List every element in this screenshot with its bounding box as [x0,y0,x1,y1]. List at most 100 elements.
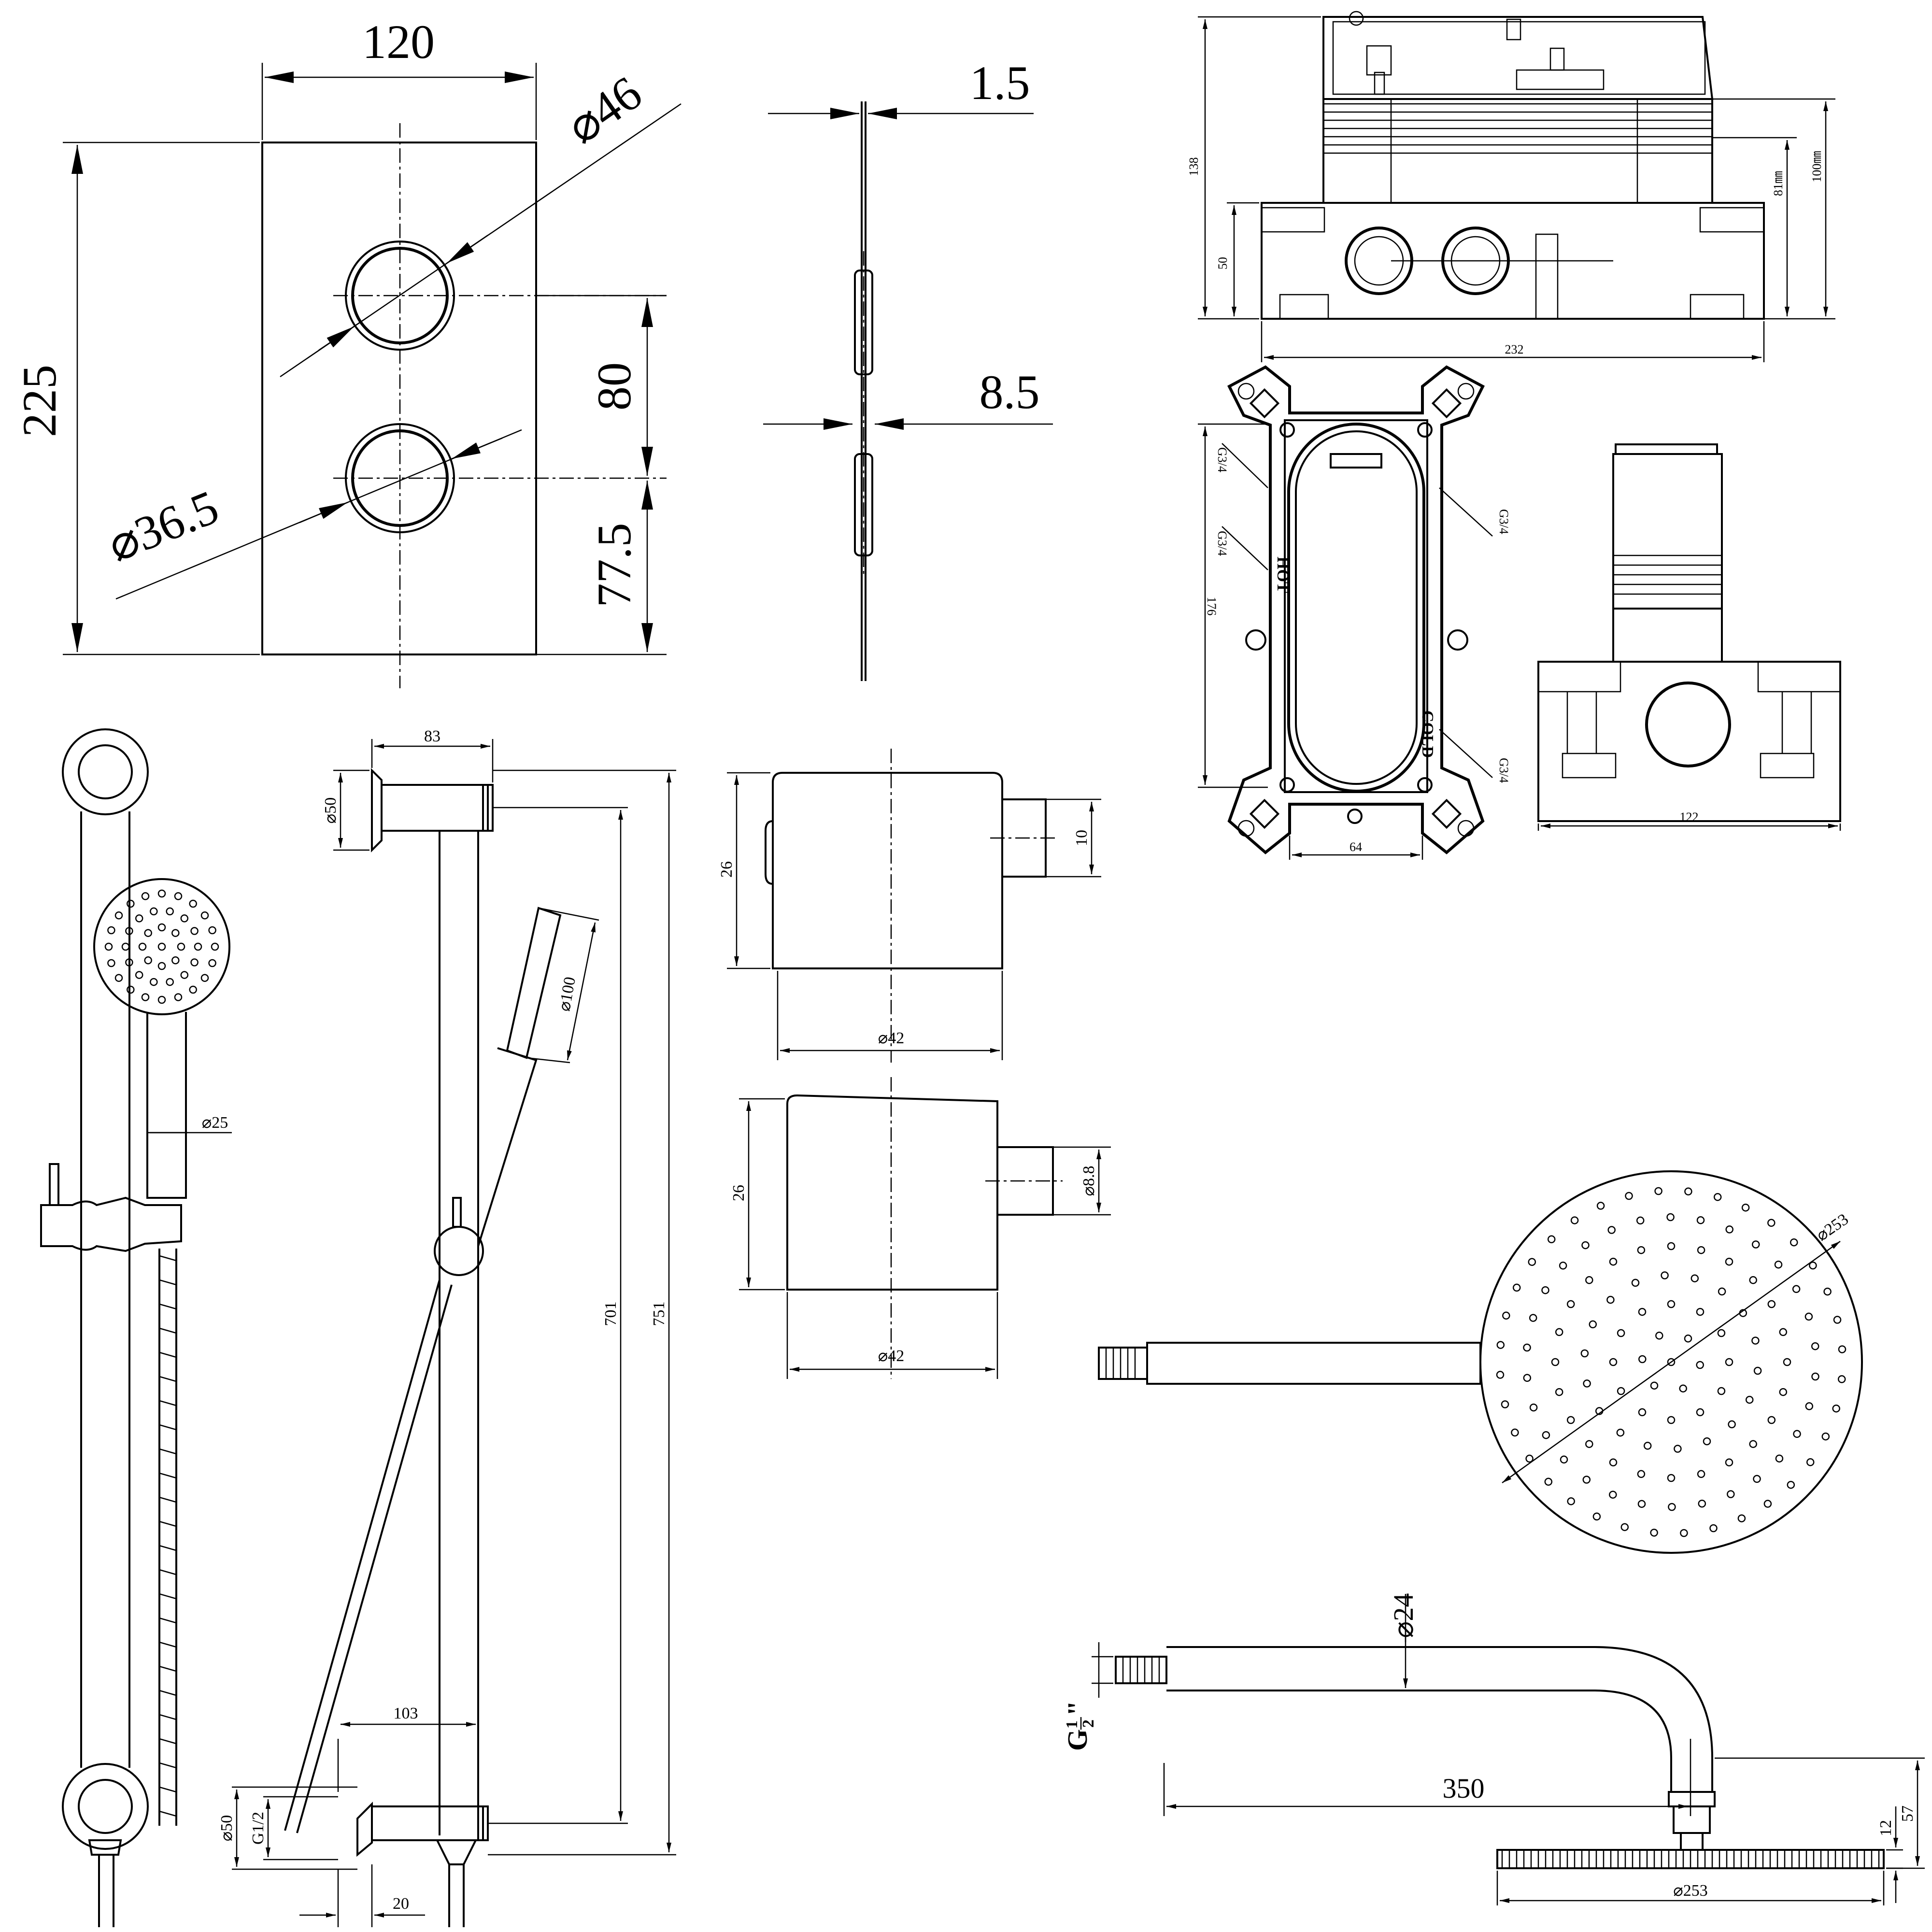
bracket-screw-icon [1245,629,1266,651]
knob-a-body [772,772,1003,969]
dim-total-length-label: 751 [650,1302,668,1326]
rain-head-disc [1479,1170,1863,1554]
hand-nozzle-icon [127,985,135,994]
nozzle-icon [1832,1404,1840,1413]
valve-base [1261,202,1765,320]
nozzle-icon [1684,1335,1692,1343]
hand-nozzle-icon [180,914,189,923]
dim-knob-a-height-label: 26 [718,861,736,878]
faceplate-button-top-inner [351,247,449,344]
nozzle-icon [1559,1262,1567,1270]
nozzle-icon [1643,1442,1652,1450]
dim-rain-head-dia-label: ⌀253 [1813,1210,1852,1245]
shower-arm-view: ⌀24 G 1 2 " 350 12 57 ⌀253 [1062,1593,1925,1905]
nozzle-icon [1775,1454,1784,1463]
nozzle-icon [1501,1400,1509,1408]
nozzle-icon [1638,1355,1647,1364]
dim-valve-base-label: 50 [1216,257,1230,270]
dim-line-rain-head-dia [1502,1240,1841,1484]
nozzle-icon [1751,1240,1760,1249]
nozzle-icon [1555,1328,1563,1336]
nozzle-icon [1783,1358,1791,1366]
nozzle-icon [1767,1219,1776,1227]
nozzle-icon [1512,1283,1521,1292]
dim-bracket-width-label: 64 [1350,840,1362,854]
mounting-bracket-view: HOT COLD G3/4 G3/4 G3/4 G3/4 176 64 [1198,365,1511,860]
hand-nozzle-icon [114,911,123,920]
nozzle-icon [1617,1329,1625,1337]
nozzle-icon [1667,1242,1676,1250]
dim-bracket-height-label: 176 [1205,597,1219,616]
hand-nozzle-icon [138,942,147,951]
nozzle-icon [1728,1420,1736,1429]
nozzle-icon [1838,1345,1847,1353]
thread-g-label: G [1062,1729,1093,1751]
nozzle-icon [1703,1437,1711,1446]
dim-knob-a-dia-label: ⌀42 [878,1029,904,1047]
nozzle-icon [1709,1524,1718,1533]
dim-hose-dia-label: ⌀25 [202,1114,228,1132]
dim-spacing-label: 80 [587,362,641,411]
nozzle-icon [1667,1300,1676,1308]
nozzle-icon [1661,1271,1669,1279]
knob-b-body [786,1094,998,1291]
nozzle-icon [1638,1408,1647,1417]
nozzle-icon [1609,1358,1618,1366]
bracket-label-hot: HOT [1274,556,1292,593]
nozzle-icon [1585,1440,1593,1448]
nozzle-icon [1655,1332,1663,1340]
nozzle-icon [1638,1307,1647,1316]
dim-knob-a-stem-label: 10 [1073,830,1091,846]
shower-arm-pipe [1166,1646,1713,1792]
rail-hose [158,1249,177,1826]
hand-nozzle-icon [208,926,216,935]
nozzle-icon [1684,1187,1692,1196]
bracket-oval-inner [1295,430,1418,785]
nozzle-icon [1823,1287,1832,1296]
nozzle-icon [1668,1503,1676,1511]
bracket-label-cold: COLD [1419,710,1436,758]
hand-nozzle-icon [150,907,158,916]
nozzle-icon [1674,1445,1682,1453]
hand-nozzle-icon [157,942,166,951]
hand-nozzle-icon [174,993,183,1001]
dim-head-thick-label: 12 [1877,1820,1895,1836]
nozzle-icon [1821,1432,1830,1441]
nozzle-icon [1811,1372,1819,1381]
dim-valve-front-width-label: 122 [1680,810,1699,824]
hand-nozzle-icon [166,907,174,916]
hand-nozzle-icon [157,889,166,898]
nozzle-icon [1804,1312,1813,1321]
hand-nozzle-icon [150,978,158,986]
nozzle-icon [1749,1440,1757,1448]
valve-body-view: 138 50 100㎜ 81㎜ 232 [1187,11,1835,362]
rail-top-bracket [62,728,149,815]
hand-nozzle-icon [177,942,185,951]
hand-nozzle-icon [121,942,130,951]
knob-a-view: 26 10 ⌀42 [718,749,1101,1063]
nozzle-icon [1697,1246,1705,1254]
hand-nozzle-icon [157,923,166,932]
faceplate-button-top-outer [345,241,455,351]
hand-nozzle-icon [107,926,115,935]
nozzle-icon [1607,1226,1616,1234]
nozzle-icon [1620,1523,1629,1531]
dim-height-label: 225 [13,365,66,437]
nozzle-icon [1725,1257,1733,1266]
dim-outlet-offset-label: 103 [394,1705,418,1722]
nozzle-icon [1523,1343,1531,1352]
nozzle-icon [1523,1374,1532,1382]
nozzle-icon [1502,1311,1510,1320]
dim-inner-length-label: 701 [602,1302,620,1326]
dim-bottom-gap-label: 20 [393,1895,409,1913]
nozzle-icon [1592,1512,1601,1521]
hand-nozzle-icon [200,911,209,920]
thread-denominator-label: 2 [1080,1719,1097,1728]
nozzle-icon [1570,1216,1579,1224]
dim-knob-b-height-label: 26 [730,1185,748,1201]
bracket-outlet-bottom-right: G3/4 [1497,758,1511,783]
dim-valve-mid-label: 81㎜ [1771,171,1785,196]
nozzle-icon [1650,1528,1658,1537]
nozzle-icon [1637,1500,1646,1508]
